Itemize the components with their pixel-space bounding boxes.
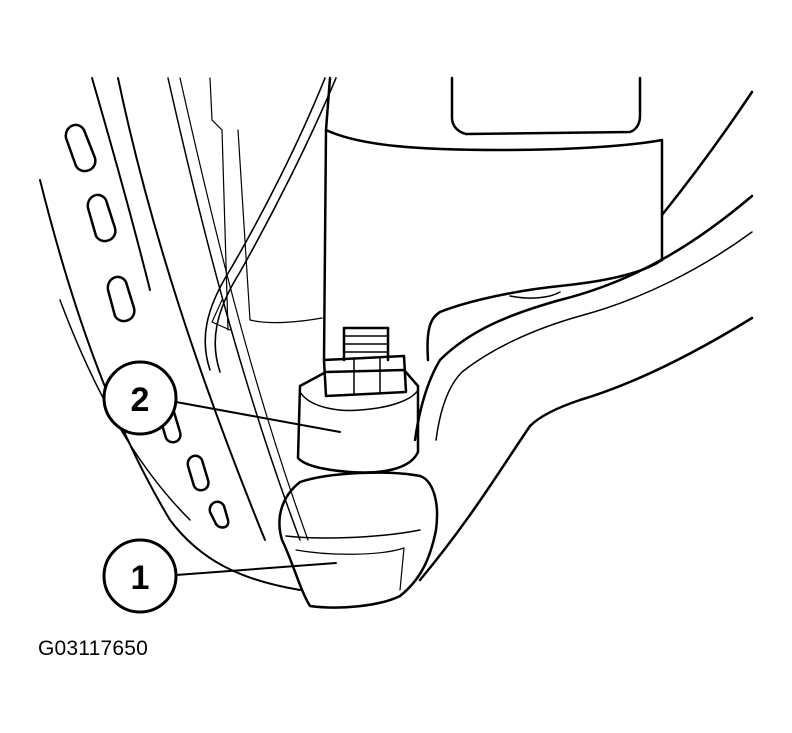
callout-number: 2 bbox=[131, 381, 150, 419]
callout-circle bbox=[102, 538, 178, 614]
leader-lines bbox=[175, 401, 341, 576]
callout-circle bbox=[102, 360, 178, 436]
leader-line-1 bbox=[175, 562, 337, 576]
tie-rod-end bbox=[278, 471, 439, 609]
disc-vent-holes bbox=[64, 123, 230, 529]
leader-line-2 bbox=[175, 401, 341, 433]
callout-1: 1 bbox=[102, 538, 178, 614]
callout-number: 1 bbox=[131, 559, 150, 597]
callout-2: 2 bbox=[102, 360, 178, 436]
control-arm bbox=[413, 90, 754, 582]
figure-id: G03117650 bbox=[38, 637, 149, 660]
wheel-rim bbox=[39, 77, 309, 591]
tie-rod-nut bbox=[296, 326, 420, 474]
steering-knuckle bbox=[209, 76, 664, 362]
brake-line bbox=[204, 77, 337, 373]
